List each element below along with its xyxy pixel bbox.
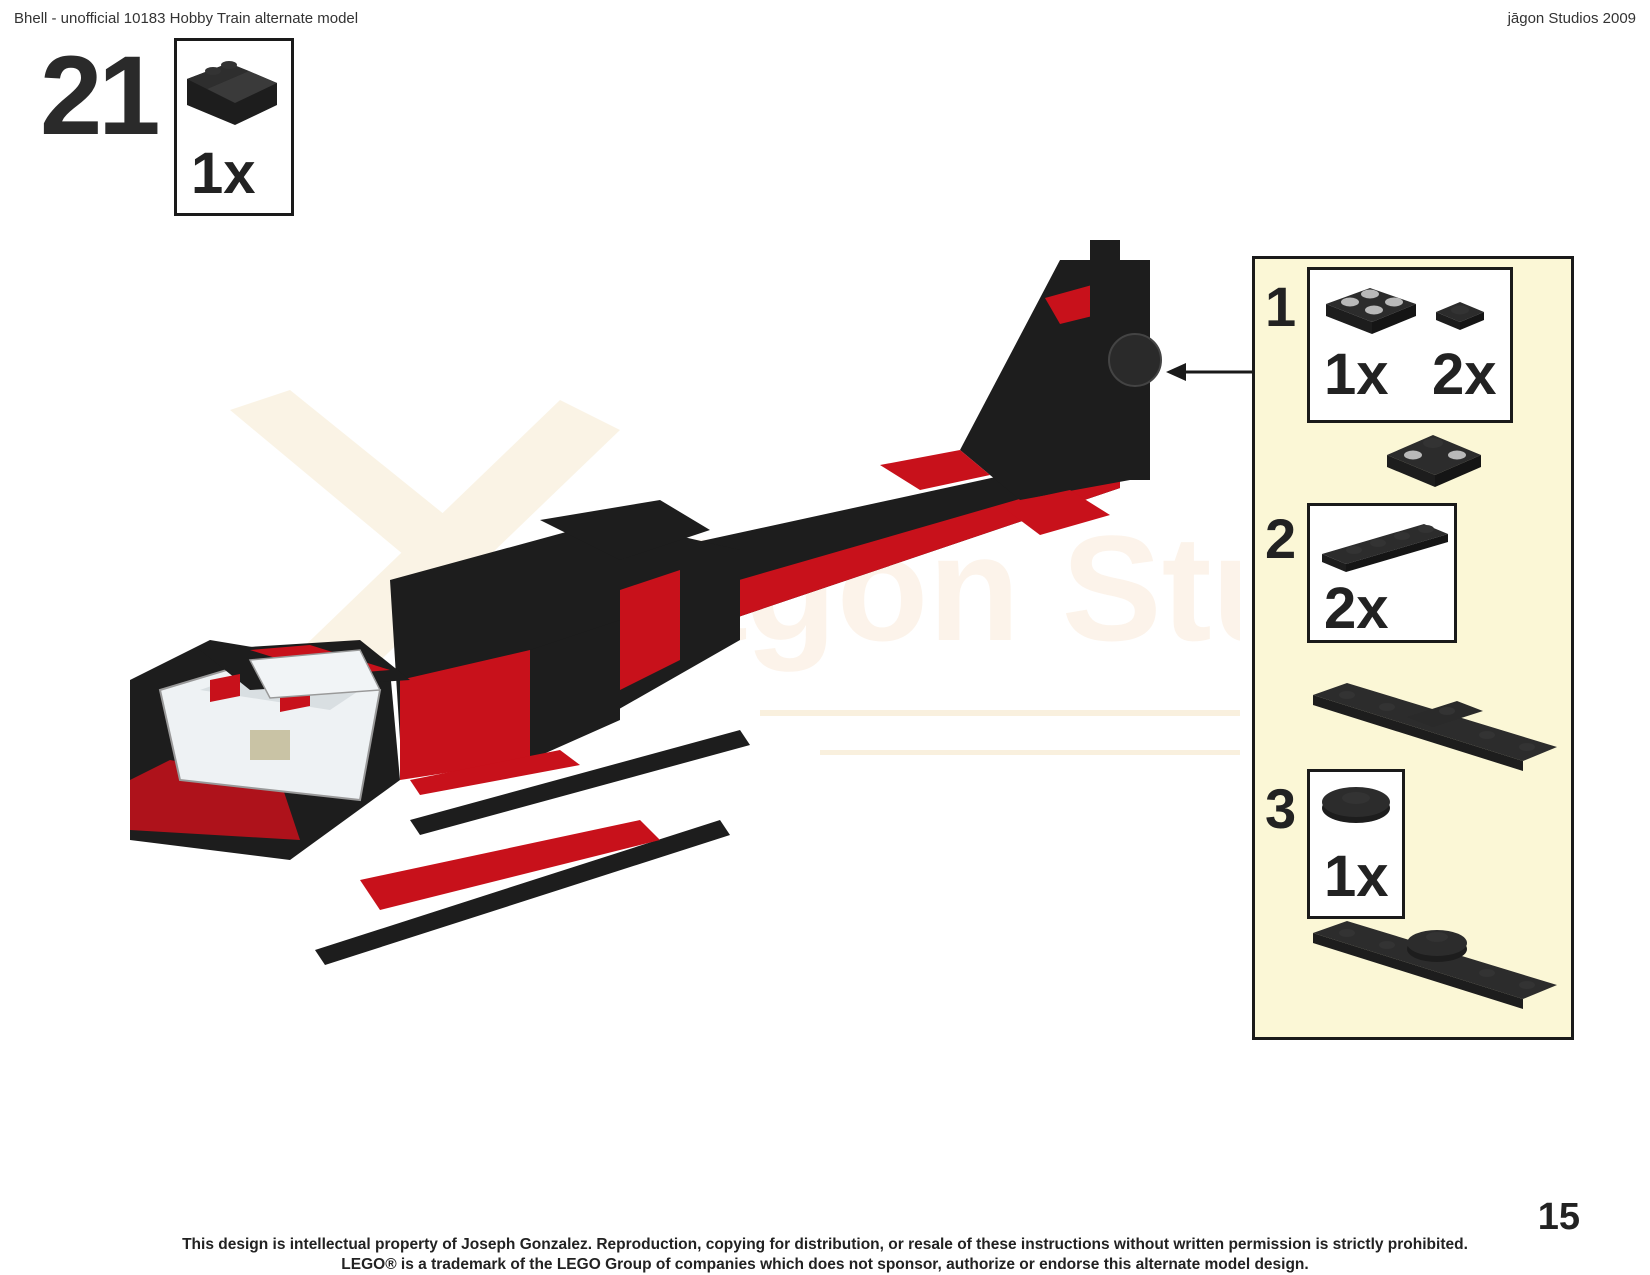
black-round-plate-2x2-icon — [1322, 787, 1390, 823]
substep-number: 3 — [1265, 777, 1297, 840]
publisher-label: jāgon Studios 2009 — [1507, 10, 1636, 27]
part-quantity: 2x — [1324, 576, 1389, 641]
assembled-tail-rotor-icon — [1313, 921, 1557, 1009]
black-plate-1x4-icon — [1322, 524, 1448, 572]
black-plate-1x1-icon — [1436, 302, 1484, 330]
trademark-notice: LEGO® is a trademark of the LEGO Group o… — [341, 1256, 1309, 1273]
copyright-notice: This design is intellectual property of … — [182, 1236, 1468, 1253]
step-number: 21 — [40, 33, 161, 158]
part-quantity: 2x — [1432, 342, 1497, 407]
substep-parts-box: 1x 2x — [1307, 267, 1513, 423]
substep-parts-box: 2x — [1307, 503, 1457, 643]
document-title: Bhell - unofficial 10183 Hobby Train alt… — [14, 10, 359, 27]
callout-arrow-icon — [1166, 363, 1252, 381]
parts-callout: 1x — [174, 38, 294, 216]
substep-number: 1 — [1265, 275, 1297, 338]
assembled-rotor-bar-icon — [1313, 683, 1557, 771]
part-quantity: 1x — [1324, 342, 1389, 407]
substep-parts-box: 1x — [1307, 769, 1405, 919]
page-number: 15 — [1537, 1196, 1580, 1238]
part-quantity: 1x — [191, 141, 256, 206]
substep-number: 2 — [1265, 507, 1297, 570]
part-quantity: 1x — [1324, 844, 1389, 909]
black-slope-brick-icon — [187, 61, 277, 125]
black-plate-2x2-with-gray-studs-icon — [1326, 288, 1416, 334]
helicopter-model-illustration: jāgon Studios — [130, 240, 1240, 965]
assembled-plate-icon — [1387, 435, 1481, 487]
submodel-callout-panel: 1 1x 2x 2 — [1252, 256, 1574, 1040]
